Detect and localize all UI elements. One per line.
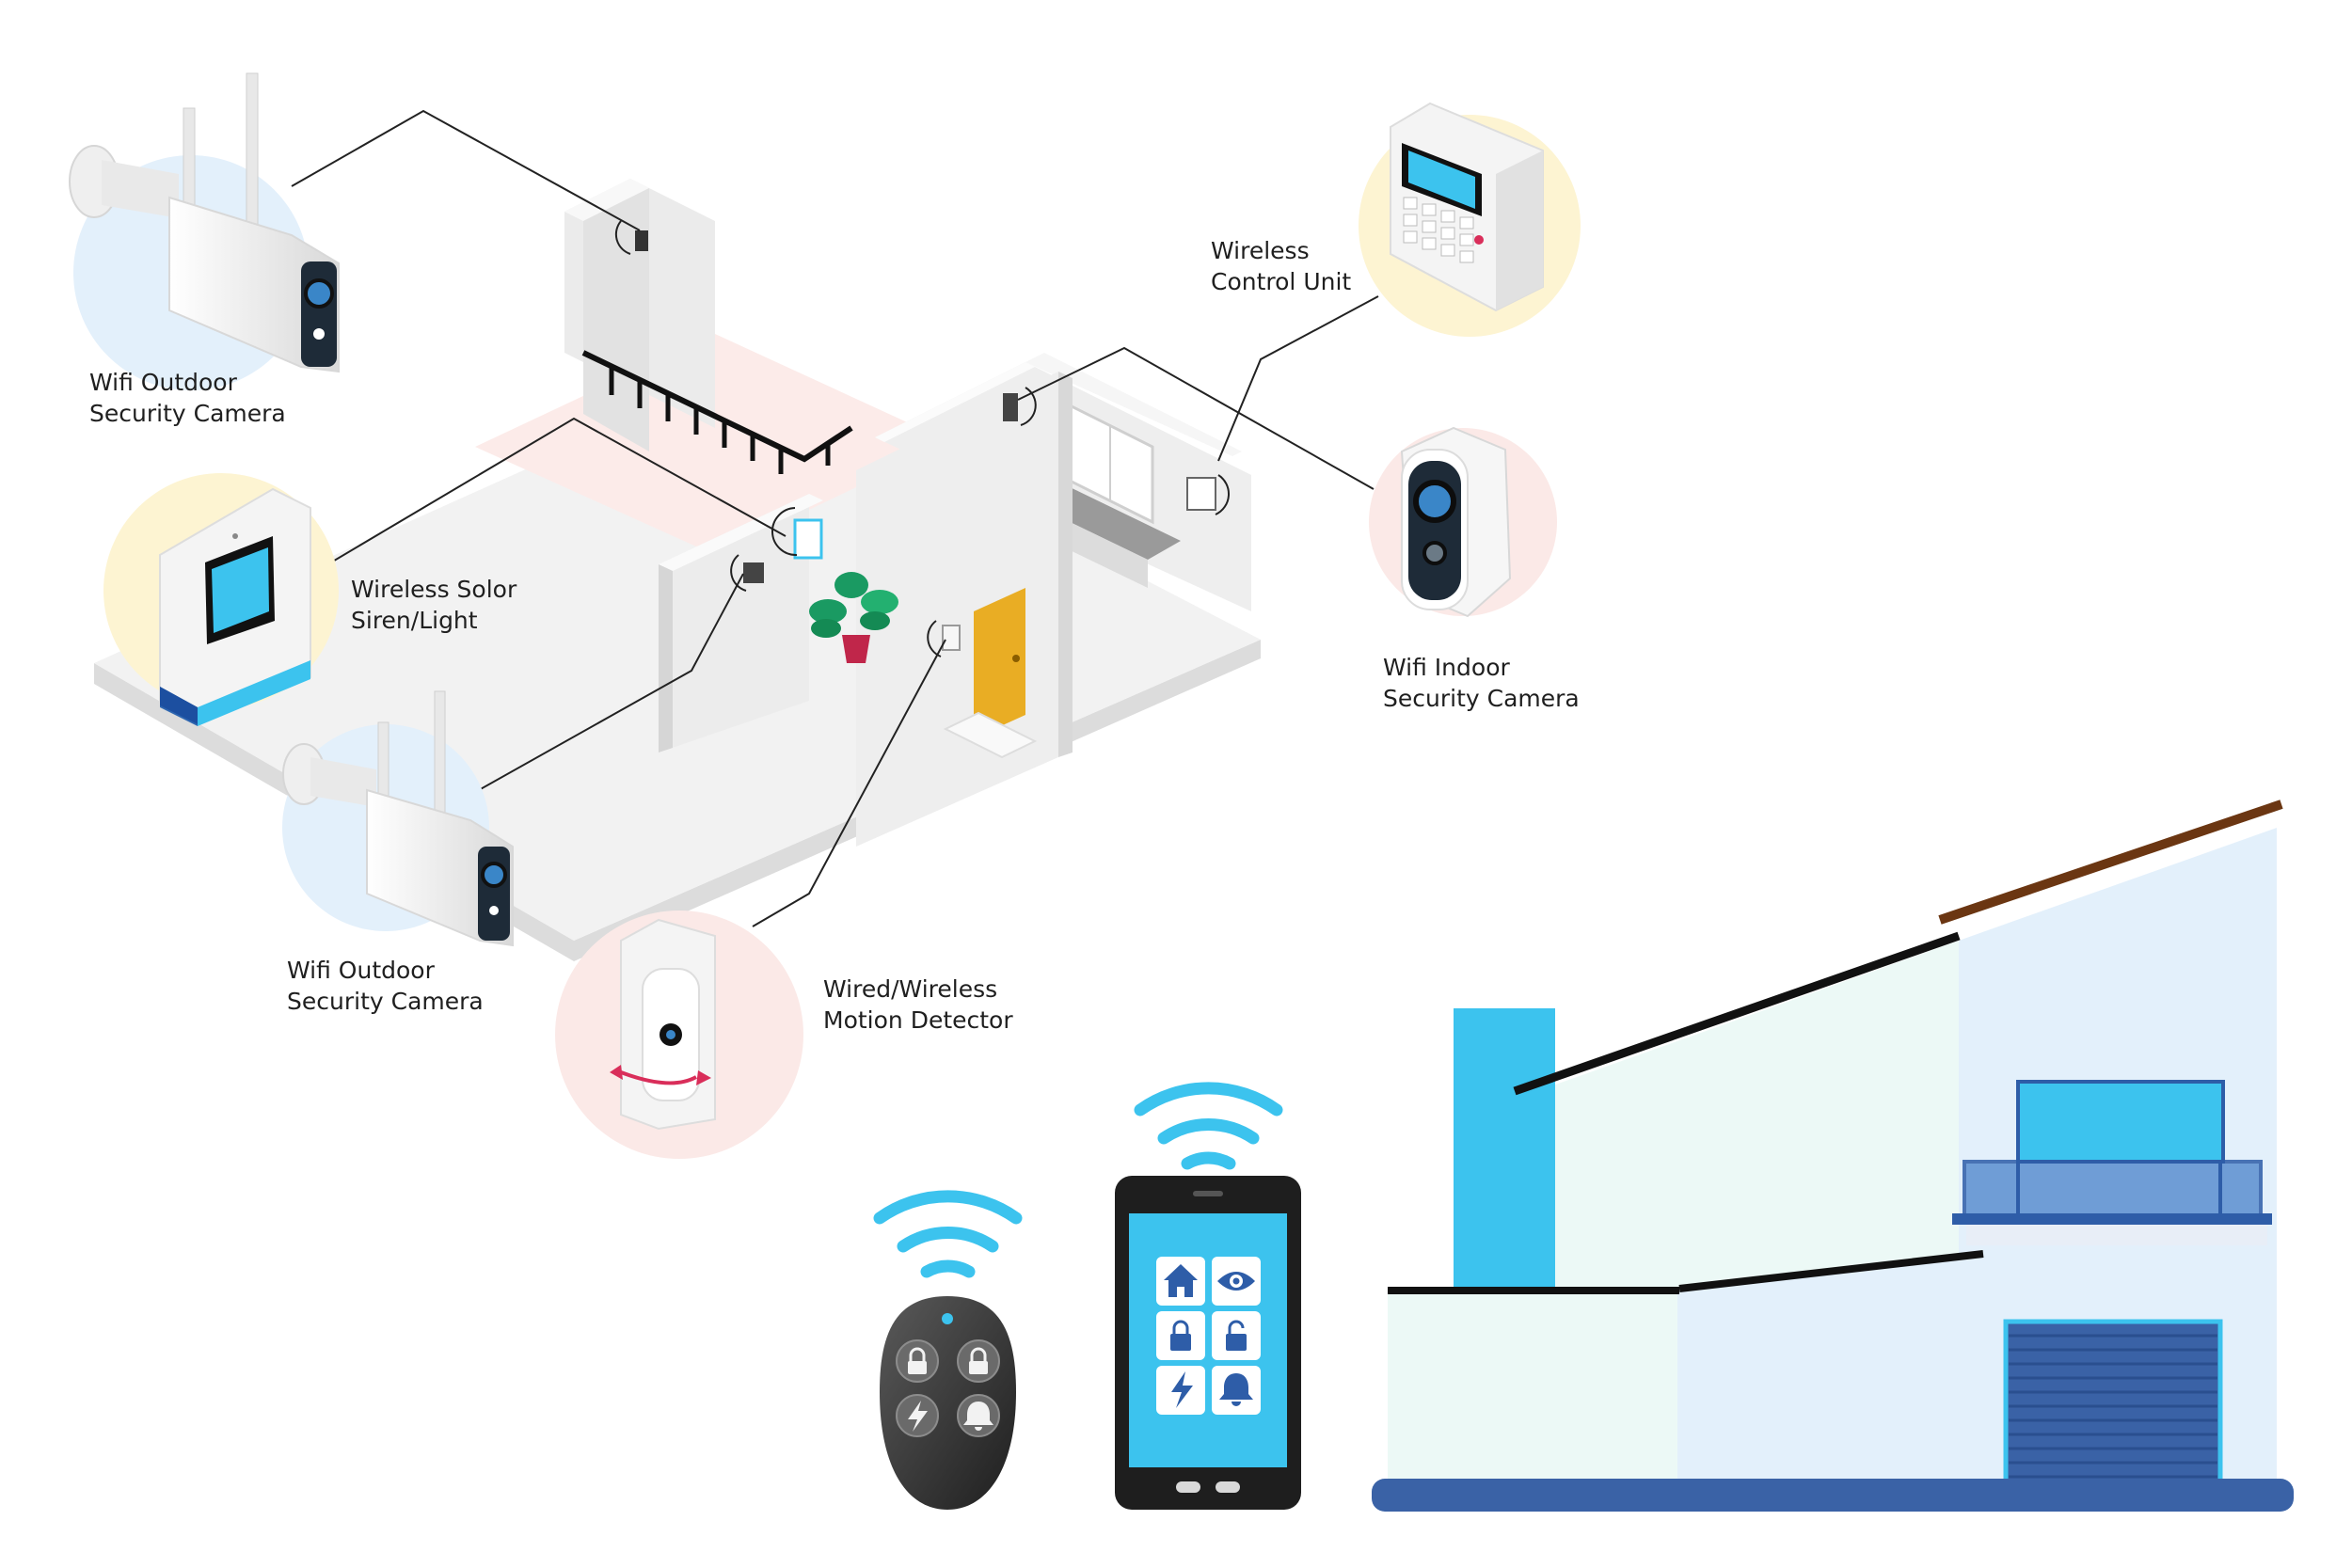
lightning-icon	[1171, 1371, 1193, 1408]
camera-lens-icon	[1413, 480, 1456, 523]
camera-lens-icon	[304, 278, 334, 309]
remote-control	[873, 1190, 1023, 1510]
lightning-icon	[908, 1401, 928, 1432]
wifi-icon	[1134, 1082, 1283, 1170]
lock-icon	[1170, 1320, 1191, 1351]
balcony-window	[2016, 1080, 2225, 1164]
control-unit-device	[1359, 102, 1581, 337]
connector-lines	[291, 109, 1379, 927]
house-ground-base	[1372, 1479, 2294, 1512]
label-outdoor-camera-top: Wifi Outdoor Security Camera	[89, 369, 286, 427]
label-siren-light: Wireless Solor Siren/Light	[351, 576, 524, 634]
eye-icon	[1217, 1272, 1255, 1291]
keypad-keys	[1403, 197, 1474, 263]
front-wall-side	[1058, 372, 1073, 757]
kitchen-wall-top	[875, 362, 1035, 442]
app-tiles	[1156, 1257, 1261, 1415]
indoor-camera-device	[1369, 426, 1557, 618]
door-knob	[1012, 655, 1020, 662]
wall-camera-mini	[743, 562, 764, 583]
home-icon	[1164, 1264, 1198, 1297]
back-wall-top	[564, 179, 649, 221]
lock-icon	[908, 1347, 927, 1374]
label-indoor-camera: Wifi Indoor Security Camera	[1383, 654, 1580, 712]
chimney	[1454, 1008, 1555, 1291]
signal-arcs	[614, 220, 1231, 657]
garage-slats	[2009, 1334, 2217, 1479]
remote-buttons	[896, 1339, 1000, 1437]
bell-icon	[963, 1402, 993, 1431]
lock-icon	[969, 1347, 988, 1374]
siren-light-device	[103, 473, 339, 726]
door-step	[943, 711, 1038, 759]
outdoor-camera-top	[69, 72, 340, 390]
wall-device-kitchen	[1003, 393, 1018, 421]
potted-plant	[809, 572, 898, 663]
wall-motion-mini	[942, 625, 961, 651]
outdoor-camera-bottom	[282, 690, 514, 947]
back-wall-front	[583, 188, 649, 451]
label-motion-detector: Wired/Wireless Motion Detector	[823, 975, 1013, 1034]
wall-keypad-kitchen	[1186, 477, 1216, 511]
camera-lens-icon	[481, 862, 507, 888]
rug-zone	[475, 334, 950, 555]
wifi-icon	[873, 1190, 1023, 1278]
label-outdoor-camera-bottom: Wifi Outdoor Security Camera	[287, 957, 484, 1015]
bell-icon	[1219, 1373, 1253, 1406]
wall-siren-mini	[793, 518, 823, 560]
balcony-railing	[1963, 1160, 2263, 1217]
railing-posts	[609, 367, 831, 474]
interior-wall-side	[659, 564, 673, 752]
device-labels: Wifi Outdoor Security Camera Wireless So…	[89, 237, 1580, 1034]
kitchen-right-wall	[1025, 353, 1242, 456]
front-door	[974, 588, 1025, 738]
label-control-unit: Wireless Control Unit	[1211, 237, 1351, 295]
motion-detector-device	[555, 911, 803, 1159]
unlock-icon	[1226, 1320, 1247, 1351]
house-illustration	[1372, 800, 2294, 1512]
stair-railing	[581, 350, 853, 463]
wall-device-top	[635, 230, 648, 251]
smartphone	[1115, 1082, 1301, 1510]
